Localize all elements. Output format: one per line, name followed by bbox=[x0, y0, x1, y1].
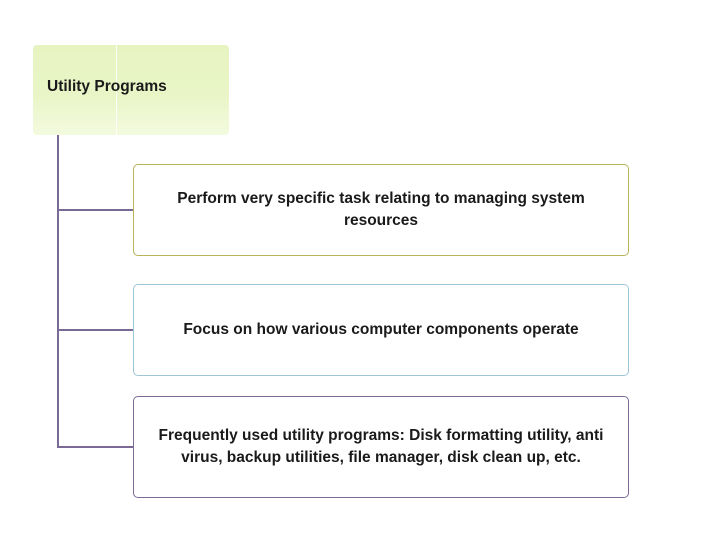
child-node-2: Focus on how various computer components… bbox=[133, 284, 629, 376]
connector-branch-2 bbox=[57, 329, 134, 331]
connector-branch-1 bbox=[57, 209, 134, 211]
child-node-1: Perform very specific task relating to m… bbox=[133, 164, 629, 256]
title-node: Utility Programs bbox=[33, 45, 229, 135]
connector-trunk bbox=[57, 135, 59, 447]
child-node-3-label: Frequently used utility programs: Disk f… bbox=[158, 427, 604, 466]
child-node-2-label: Focus on how various computer components… bbox=[183, 321, 579, 338]
connector-branch-3 bbox=[57, 446, 134, 448]
child-node-1-label: Perform very specific task relating to m… bbox=[177, 190, 585, 229]
child-node-3: Frequently used utility programs: Disk f… bbox=[133, 396, 629, 498]
title-node-divider bbox=[116, 45, 117, 135]
title-node-label: Utility Programs bbox=[47, 78, 167, 95]
